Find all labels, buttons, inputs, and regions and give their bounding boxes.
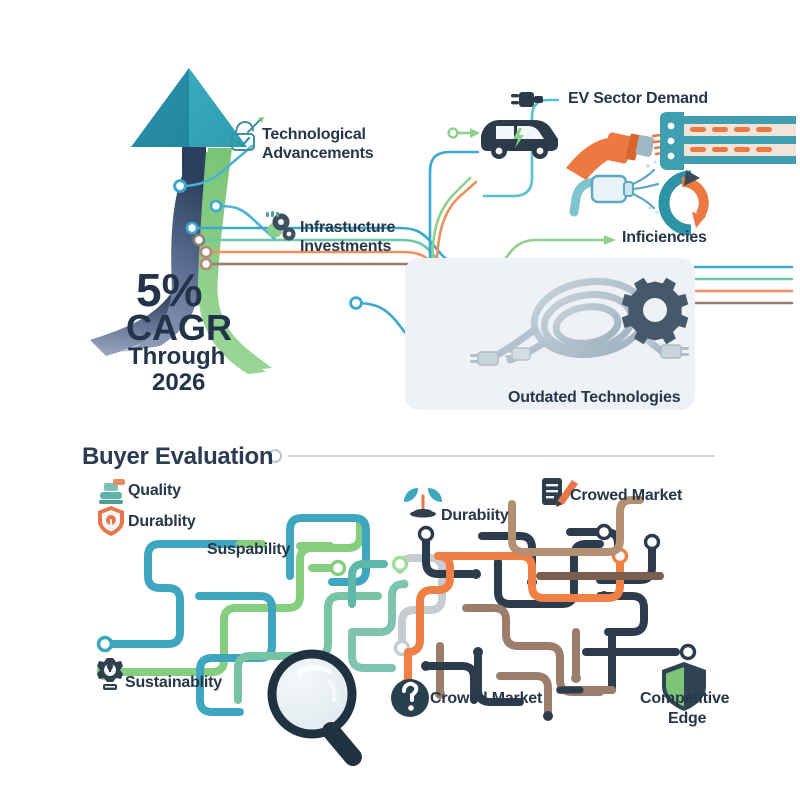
shield-green-icon — [662, 662, 706, 711]
buyer-item-label-crowed-market-top: Crowed Market — [570, 487, 683, 504]
frayed-cable-icon — [569, 160, 660, 217]
buyer-item-label-suspability: Suspability — [207, 541, 291, 558]
cagr-period-line1: Through — [128, 343, 226, 370]
driver-label-infrastructure-investments-line2: Investments — [300, 238, 392, 255]
stamp-icon — [99, 479, 125, 504]
outcome-label-ev-sector-demand: EV Sector Demand — [568, 90, 708, 107]
ev-connector-icon — [566, 132, 673, 180]
magnifying-glass-icon — [267, 649, 362, 767]
ev-car-plug-icon — [481, 92, 558, 159]
outcome-label-inficiencies: Inficiencies — [622, 229, 707, 246]
buyer-item-label-durabiity: Durabiity — [441, 507, 509, 524]
question-mark-icon — [391, 679, 429, 717]
socket-rail-icon — [660, 112, 796, 170]
buyer-mid-grey-circuit — [391, 554, 446, 657]
driver-label-technological-advancements-line1: Technological — [262, 126, 366, 143]
buyer-item-label-quality: Quality — [128, 482, 181, 499]
cable-recycle-icon — [658, 170, 709, 236]
clipboard-pen-icon — [542, 478, 578, 507]
shield-lock-icon — [98, 506, 124, 536]
cagr-period-line2: 2026 — [152, 369, 206, 396]
buyer-left-circuit — [96, 514, 409, 716]
lock-check-icon — [231, 117, 264, 151]
cagr-value: 5% — [136, 264, 203, 316]
driver-label-technological-advancements-line2: Advancements — [262, 145, 374, 162]
buyer-item-label-crowed-market-bottom: Crowed Market — [430, 690, 543, 707]
buyer-right-circuit — [399, 496, 697, 721]
driver-label-infrastructure-investments-line1: Infrastucture — [300, 219, 396, 236]
buyer-item-label-competitive-edge-line2: Edge — [668, 710, 707, 727]
buyer-item-label-durablity: Durablity — [128, 513, 196, 530]
page-title: Buyer Evaluation — [82, 443, 274, 470]
gear-bulb-icon — [97, 658, 123, 690]
sprout-icon — [404, 488, 442, 518]
cable-plug-icon — [470, 344, 689, 366]
panel-label-outdated-technologies: Outdated Technologies — [508, 389, 681, 406]
buyer-item-label-competitive-edge-line1: Competitive — [640, 690, 730, 707]
buyer-item-label-sustainablity: Sustainablity — [125, 674, 222, 691]
gear-icon — [621, 277, 689, 345]
section-divider-line — [268, 449, 715, 463]
cagr-unit: CAGR — [126, 307, 232, 348]
gears-icon — [266, 211, 296, 241]
